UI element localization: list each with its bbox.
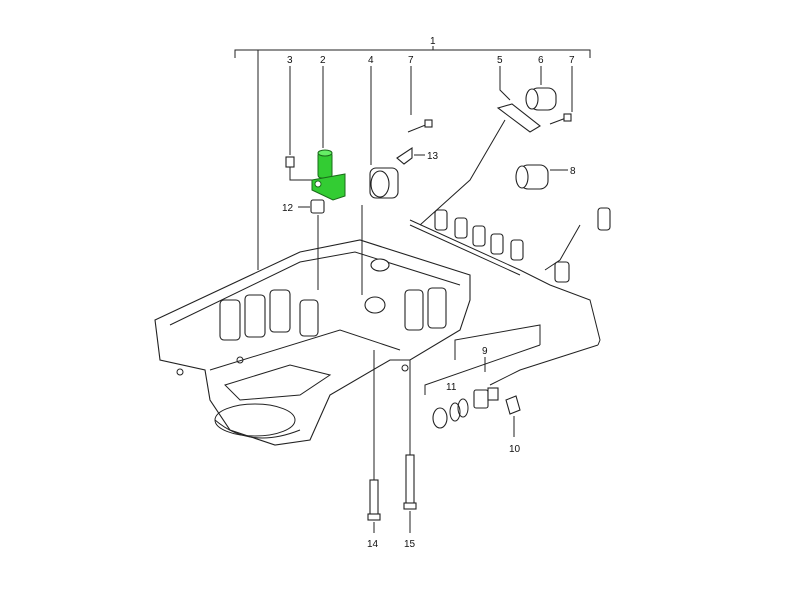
callout-5[interactable]: 5 [497,55,503,66]
callout-14[interactable]: 14 [367,539,379,550]
valve-body [154,239,471,446]
part-2-solenoid-highlighted[interactable] [311,66,346,201]
callout-12[interactable]: 12 [282,203,294,214]
part-13-clip [396,146,425,165]
callout-3[interactable]: 3 [287,55,293,66]
part-14-bolt [367,350,381,533]
callout-4[interactable]: 4 [368,55,374,66]
part-7-bolt-right [549,66,573,125]
part-4-solenoid-valve [361,66,399,295]
callout-8[interactable]: 8 [570,166,576,177]
callout-9[interactable]: 9 [482,346,488,357]
callout-13[interactable]: 13 [427,151,439,162]
callout-7b[interactable]: 7 [569,55,575,66]
part-15-bolt [403,360,417,533]
part-12-sleeve [298,199,325,290]
callout-11[interactable]: 11 [446,382,457,393]
callout-10[interactable]: 10 [509,444,521,455]
callout-2[interactable]: 2 [320,55,326,66]
callout-6[interactable]: 6 [538,55,544,66]
callout-15[interactable]: 15 [404,539,416,550]
wiring-harness [409,207,611,386]
valve-spools [219,258,447,341]
part-8-sensor [515,164,568,190]
part-7-bolt [407,66,433,133]
callout-labels: 1 2 3 4 7 5 6 7 13 8 12 9 11 10 14 15 [282,36,576,550]
assembly-bracket [234,46,591,270]
part-9-temperature-sender [424,324,541,437]
callout-7a[interactable]: 7 [408,55,414,66]
part-6-sensor [525,66,557,111]
part-5-bracket [419,66,541,226]
callout-1[interactable]: 1 [430,36,436,47]
part-3-bolt [285,66,315,181]
